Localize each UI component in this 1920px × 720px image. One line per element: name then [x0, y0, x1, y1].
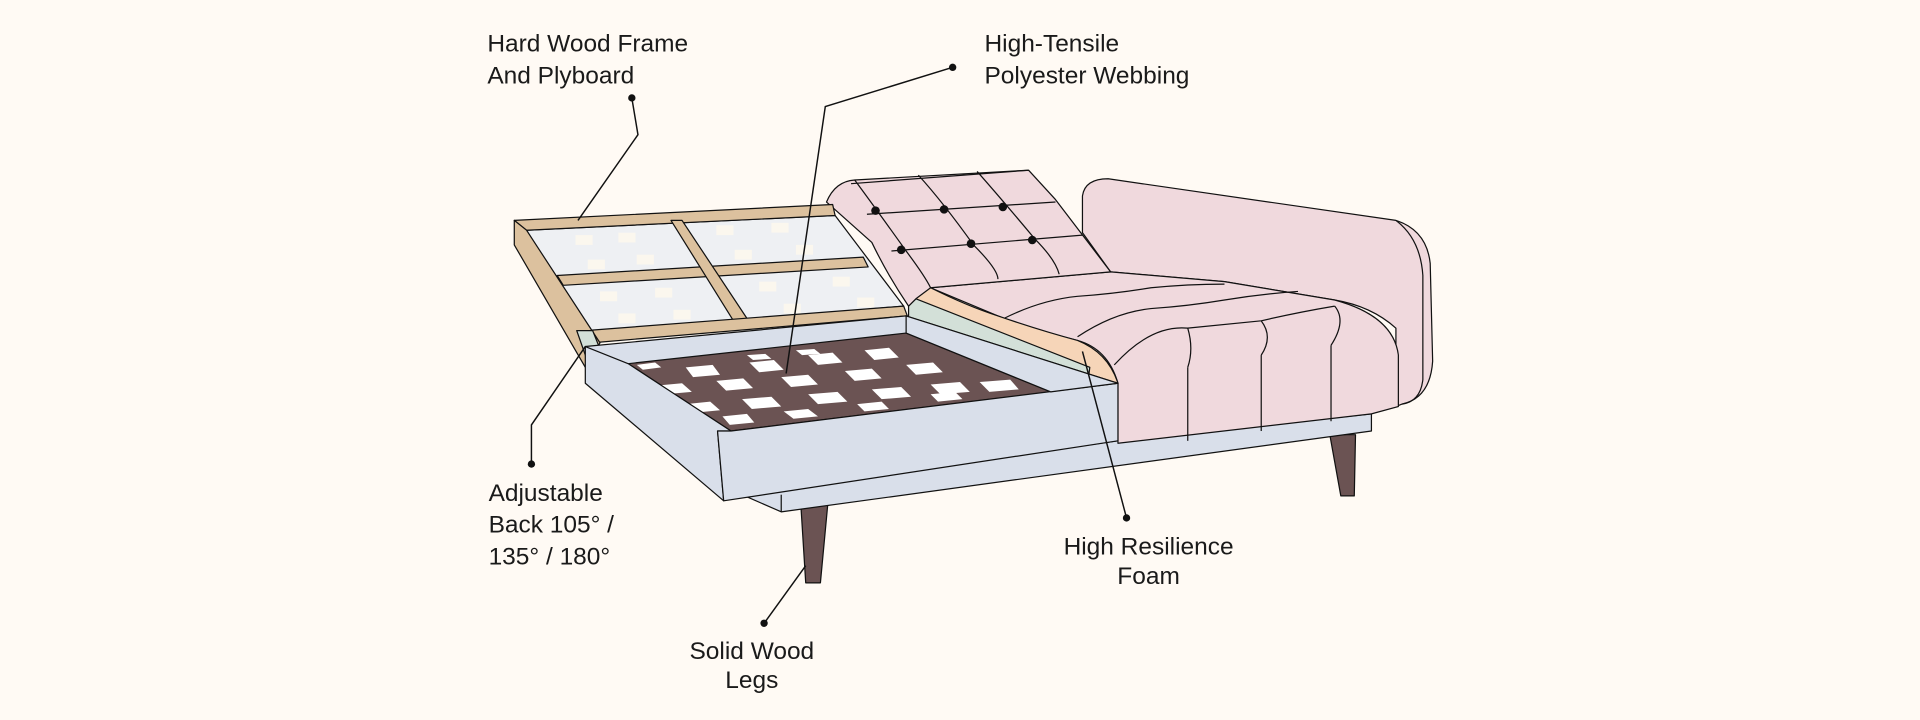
back-leg: [1329, 434, 1357, 497]
label-frame-line1: Hard Wood Frame: [487, 30, 688, 57]
sofa-arm: [1081, 178, 1434, 408]
wood-frame: [513, 203, 908, 368]
seat-tufting: [1003, 283, 1341, 441]
label-legs-line2: Legs: [725, 667, 778, 694]
front-leg: [800, 503, 829, 584]
label-legs-line1: Solid Wood: [689, 638, 814, 665]
label-foam-line1: High Resilience: [1064, 534, 1234, 561]
label-back-line2: Back 105° /: [489, 512, 615, 539]
callout-lines: [527, 63, 1131, 627]
label-webbing-line1: High-Tensile: [984, 30, 1119, 57]
base-front: [716, 382, 1119, 502]
webbing-gaps: [636, 347, 1019, 425]
label-foam-line2: Foam: [1117, 563, 1180, 590]
label-back-line1: Adjustable: [489, 480, 603, 507]
label-webbing-line2: Polyester Webbing: [984, 62, 1189, 89]
label-back-line3: 135° / 180°: [489, 543, 611, 570]
label-frame-line2: And Plyboard: [487, 62, 634, 89]
tufting-buttons: [871, 202, 1037, 255]
